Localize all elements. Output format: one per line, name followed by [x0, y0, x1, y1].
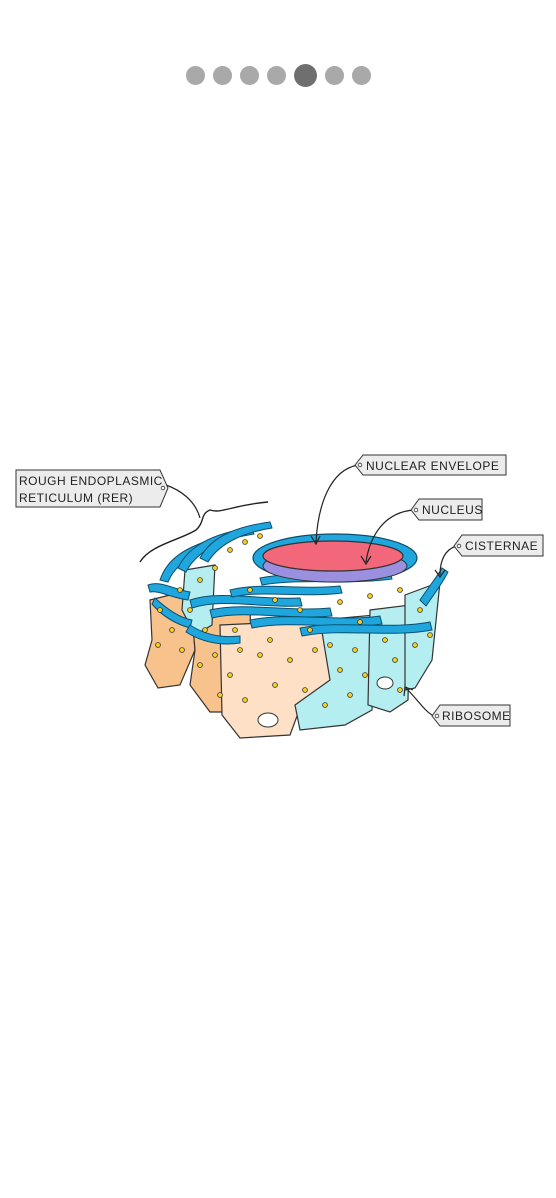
label-cisternae: CISTERNAE	[453, 534, 544, 557]
label-nuclear-envelope: NUCLEAR ENVELOPE	[354, 454, 507, 476]
pager-dot-5[interactable]	[293, 63, 317, 87]
svg-text:NUCLEAR ENVELOPE: NUCLEAR ENVELOPE	[366, 459, 499, 473]
svg-text:NUCLEUS: NUCLEUS	[422, 503, 483, 517]
cisternae-pointer	[439, 545, 457, 576]
nucleus	[262, 540, 404, 572]
pager-dot-1[interactable]	[185, 65, 205, 85]
rer-illustration: ROUGH ENDOPLASMIC RETICULUM (RER) NUCLEA…	[15, 454, 544, 739]
svg-text:CISTERNAE: CISTERNAE	[465, 539, 538, 553]
label-ribosome: RIBOSOME	[431, 704, 511, 727]
label-nucleus: NUCLEUS	[410, 498, 483, 521]
rer-brace	[139, 501, 269, 563]
vesicle-hole-2	[376, 676, 394, 690]
nucleus-pointer	[365, 509, 415, 563]
ribosomes	[155, 533, 433, 708]
pager-dot-3[interactable]	[239, 65, 259, 85]
vesicle-hole-1	[257, 712, 279, 728]
rer-diagram: ROUGH ENDOPLASMIC RETICULUM (RER) NUCLEA…	[0, 450, 556, 750]
nuclear-envelope-pointer	[315, 464, 359, 543]
pager-dot-4[interactable]	[266, 65, 286, 85]
ribosome-pointer	[405, 687, 435, 717]
pager-dot-6[interactable]	[324, 65, 344, 85]
pager-dot-7[interactable]	[351, 65, 371, 85]
pager-dot-2[interactable]	[212, 65, 232, 85]
label-rer-line1: ROUGH ENDOPLASMIC	[19, 474, 163, 488]
label-rer: ROUGH ENDOPLASMIC RETICULUM (RER)	[15, 469, 169, 508]
carousel-pager	[0, 63, 556, 87]
svg-text:RIBOSOME: RIBOSOME	[442, 709, 511, 723]
label-rer-line2: RETICULUM (RER)	[19, 491, 133, 505]
